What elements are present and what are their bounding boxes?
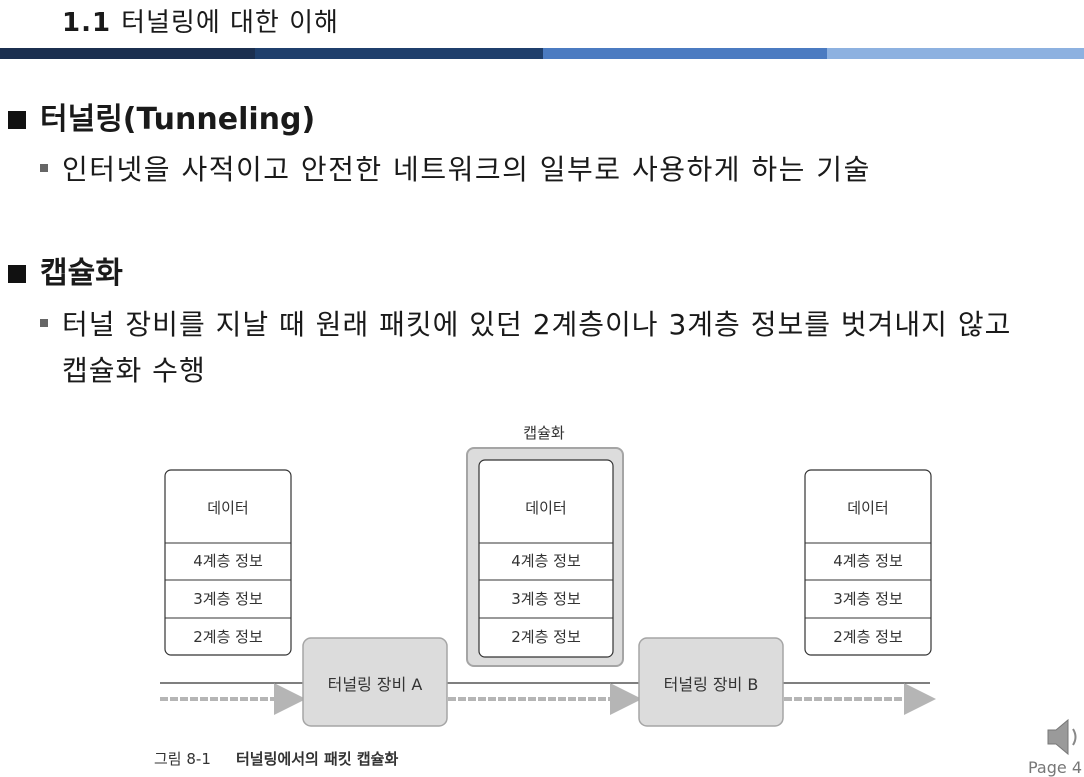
figure-caption-text: 터널링에서의 패킷 캡슐화: [236, 750, 398, 768]
slide-title: 1.1 터널링에 대한 이해: [62, 6, 339, 40]
bullet-encapsulation-definition: 터널 장비를 지날 때 원래 패킷에 있던 2계층이나 3계층 정보를 벗겨내지…: [40, 302, 1080, 394]
bullet-tunneling-definition: 인터넷을 사적이고 안전한 네트워크의 일부로 사용하게 하는 기술: [40, 147, 1080, 193]
packet-stack-left: 데이터 4계층 정보 3계층 정보 2계층 정보: [164, 469, 292, 656]
stack-data-label: 데이터: [847, 499, 888, 517]
title-underline-bar: [0, 48, 1084, 59]
stack-l3-label: 3계층 정보: [833, 590, 903, 608]
speaker-icon[interactable]: [1046, 714, 1084, 760]
small-square-bullet-icon: [40, 319, 48, 327]
packet-stack-middle: 데이터 4계층 정보 3계층 정보 2계층 정보: [478, 459, 614, 658]
device-b-label: 터널링 장비 B: [664, 675, 759, 694]
small-square-bullet-icon: [40, 164, 48, 172]
stack-l4-label: 4계층 정보: [193, 552, 263, 570]
device-a-label: 터널링 장비 A: [328, 675, 423, 694]
tunneling-device-a: 터널링 장비 A: [302, 637, 448, 727]
square-bullet-icon: [8, 111, 26, 129]
stack-l3-label: 3계층 정보: [511, 590, 581, 608]
figure-caption-number: 그림 8-1: [154, 750, 211, 768]
stack-l4-label: 4계층 정보: [833, 552, 903, 570]
stack-l3-label: 3계층 정보: [193, 590, 263, 608]
page-number: Page 4: [1028, 758, 1082, 777]
section-title: 터널링에 대한 이해: [121, 8, 339, 38]
topic-heading-encapsulation: 캡슐화: [8, 254, 123, 294]
stack-l2-label: 2계층 정보: [511, 628, 581, 646]
encapsulation-label: 캡슐화: [523, 424, 565, 442]
stack-l2-label: 2계층 정보: [833, 628, 903, 646]
topic-heading-tunneling: 터널링(Tunneling): [8, 100, 315, 140]
section-number: 1.1: [62, 8, 112, 38]
square-bullet-icon: [8, 265, 26, 283]
packet-stack-right: 데이터 4계층 정보 3계층 정보 2계층 정보: [804, 469, 932, 656]
stack-l2-label: 2계층 정보: [193, 628, 263, 646]
tunneling-device-b: 터널링 장비 B: [638, 637, 784, 727]
stack-l4-label: 4계층 정보: [511, 552, 581, 570]
stack-data-label: 데이터: [207, 499, 248, 517]
stack-data-label: 데이터: [525, 499, 566, 517]
